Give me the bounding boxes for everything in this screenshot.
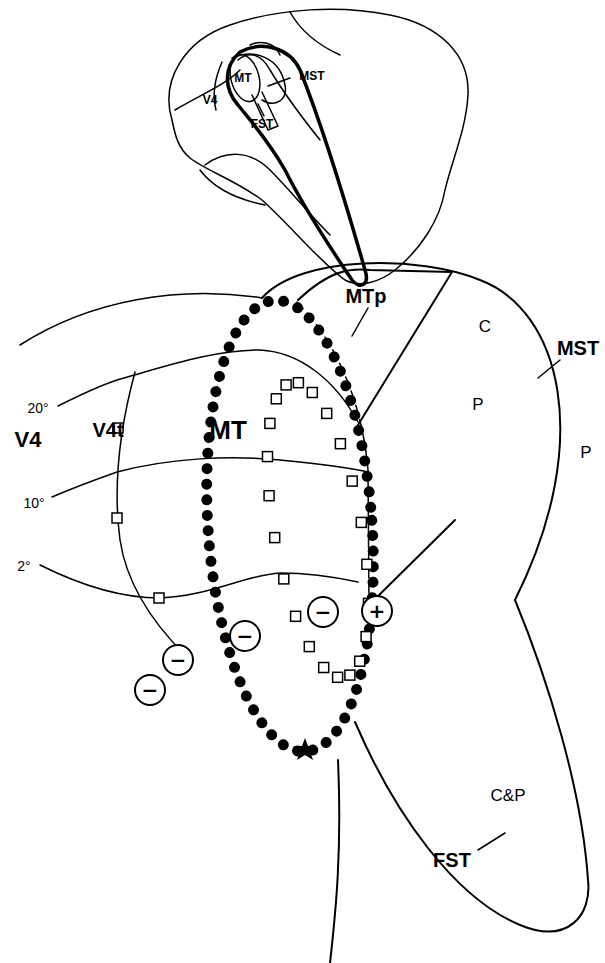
sign-text: − [315,602,332,622]
recording-site [293,378,303,388]
sign-text: + [369,601,386,621]
sulcus [290,12,340,55]
region-label: FST [433,850,471,870]
recording-site [355,656,365,666]
recording-site [322,408,332,418]
region-label: V4 [15,429,42,451]
mstc-border [298,269,452,425]
region-label: MT [234,72,251,84]
star-marker [293,738,317,760]
region-label: MT [209,417,247,443]
sign-text: − [170,650,187,670]
recording-site [270,533,280,543]
recording-site [335,439,345,449]
region-label: 10° [23,496,44,510]
leader-line [478,833,505,850]
recording-site [361,632,371,642]
recording-site [304,642,314,652]
sts-outline [227,46,366,285]
brain-outline [169,9,468,283]
recording-site [264,491,274,501]
sign-circle: + [361,595,393,627]
sulcus [330,760,339,963]
recording-site [265,418,275,428]
region-label: 2° [17,559,30,573]
leader-line [258,104,264,116]
eccentricity-10 [52,458,368,497]
mtp-border [297,302,369,605]
recording-site [279,574,289,584]
sign-circle: − [229,620,261,652]
sign-text: − [237,626,254,646]
recording-site [319,663,329,673]
recording-site [333,672,343,682]
recording-site [345,670,355,680]
region-label: P [472,396,483,413]
recording-site [307,388,317,398]
region-label: MST [299,70,324,82]
mstp-border [369,520,455,605]
region-label: 20° [27,401,48,415]
region-label: MTp [345,286,386,306]
recording-site [347,476,357,486]
sulcus [205,154,330,235]
region-label: V4t [92,420,123,440]
recording-site [356,517,366,527]
fst-outline [355,600,588,931]
sulcus [200,170,265,205]
region-label: P [580,444,591,461]
region-label: FST [251,118,274,130]
sign-text: − [142,680,159,700]
mt-border [192,295,387,757]
region-label: C [479,318,491,335]
mt-area [225,51,264,105]
sign-circle: − [162,644,194,676]
leader-line [538,360,560,378]
leader-line [268,78,290,86]
sign-circle: − [134,674,166,706]
region-label: C&P [491,787,526,804]
eccentricity-20 [58,350,358,422]
region-label: V4 [203,94,218,106]
sign-circle: − [307,596,339,628]
recording-sites [112,378,374,683]
mst-area [232,54,285,103]
recording-site [281,380,291,390]
recording-site [263,452,273,462]
fold-line [20,293,262,345]
eccentricity-2 [40,565,358,598]
recording-site [271,394,281,404]
sulcus [238,55,320,140]
recording-site [291,611,301,621]
leader-line [352,308,368,336]
v4-border [117,372,185,655]
recording-site [362,559,372,569]
region-label: MST [557,338,599,358]
